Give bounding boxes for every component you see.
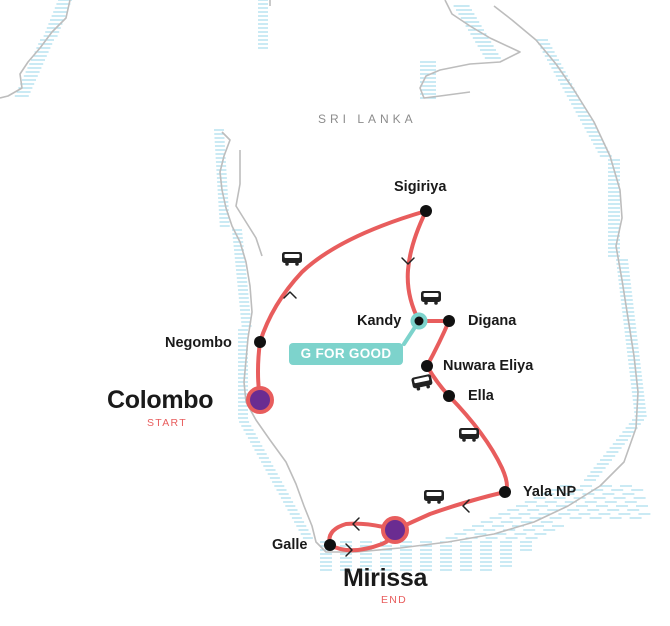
stop-marker-digana: [443, 315, 455, 327]
stop-label-negombo: Negombo: [165, 335, 232, 351]
bus-icon: [411, 374, 433, 391]
bus-icon: [421, 291, 441, 305]
stop-marker-yala: [499, 486, 511, 498]
stop-marker-kandy: [414, 316, 424, 326]
coastal-water: [14, 0, 651, 571]
arrow-icon: [401, 257, 415, 265]
stop-marker-galle: [324, 539, 336, 551]
stop-marker-sigiriya: [420, 205, 432, 217]
country-label: SRI LANKA: [318, 112, 417, 126]
stop-markers: [246, 205, 511, 551]
arrow-icon: [352, 517, 360, 531]
bus-icon: [459, 428, 479, 442]
stop-marker-nuwara-eliya: [421, 360, 433, 372]
end-city-label: Mirissa: [343, 564, 428, 592]
arrow-icon: [462, 499, 470, 513]
stop-marker-negombo: [254, 336, 266, 348]
end-marker-mirissa: [381, 516, 409, 544]
start-city-label: Colombo: [107, 386, 214, 414]
stop-label-kandy: Kandy: [357, 313, 402, 329]
bus-icon: [424, 490, 444, 504]
arrow-icon: [345, 543, 353, 557]
stop-label-nuwara-eliya: Nuwara Eliya: [443, 358, 534, 374]
arrow-icon: [283, 291, 297, 299]
stop-label-sigiriya: Sigiriya: [394, 179, 447, 195]
start-marker-colombo: [246, 386, 274, 414]
coastline: [0, 0, 639, 553]
bus-icons: [282, 252, 479, 504]
stop-marker-ella: [443, 390, 455, 402]
stop-label-yala: Yala NP: [523, 484, 577, 500]
stop-label-galle: Galle: [272, 537, 308, 553]
direction-arrows: [283, 257, 470, 557]
good-link: [402, 312, 428, 346]
stop-label-ella: Ella: [468, 388, 494, 404]
g-for-good-badge: G FOR GOOD: [289, 343, 403, 365]
start-tag: START: [147, 417, 187, 429]
stop-label-digana: Digana: [468, 313, 517, 329]
bus-icon: [282, 252, 302, 266]
end-tag: END: [381, 594, 408, 606]
